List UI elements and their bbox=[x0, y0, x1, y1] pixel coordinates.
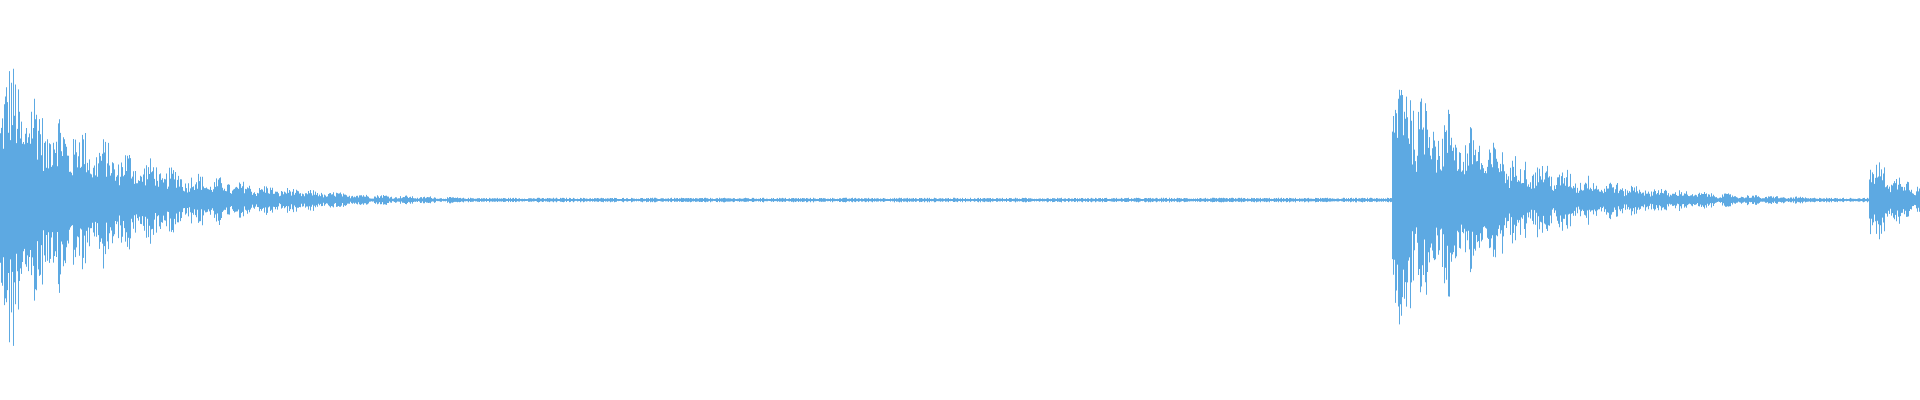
waveform-samples bbox=[0, 68, 1920, 346]
waveform-path bbox=[0, 68, 1920, 346]
